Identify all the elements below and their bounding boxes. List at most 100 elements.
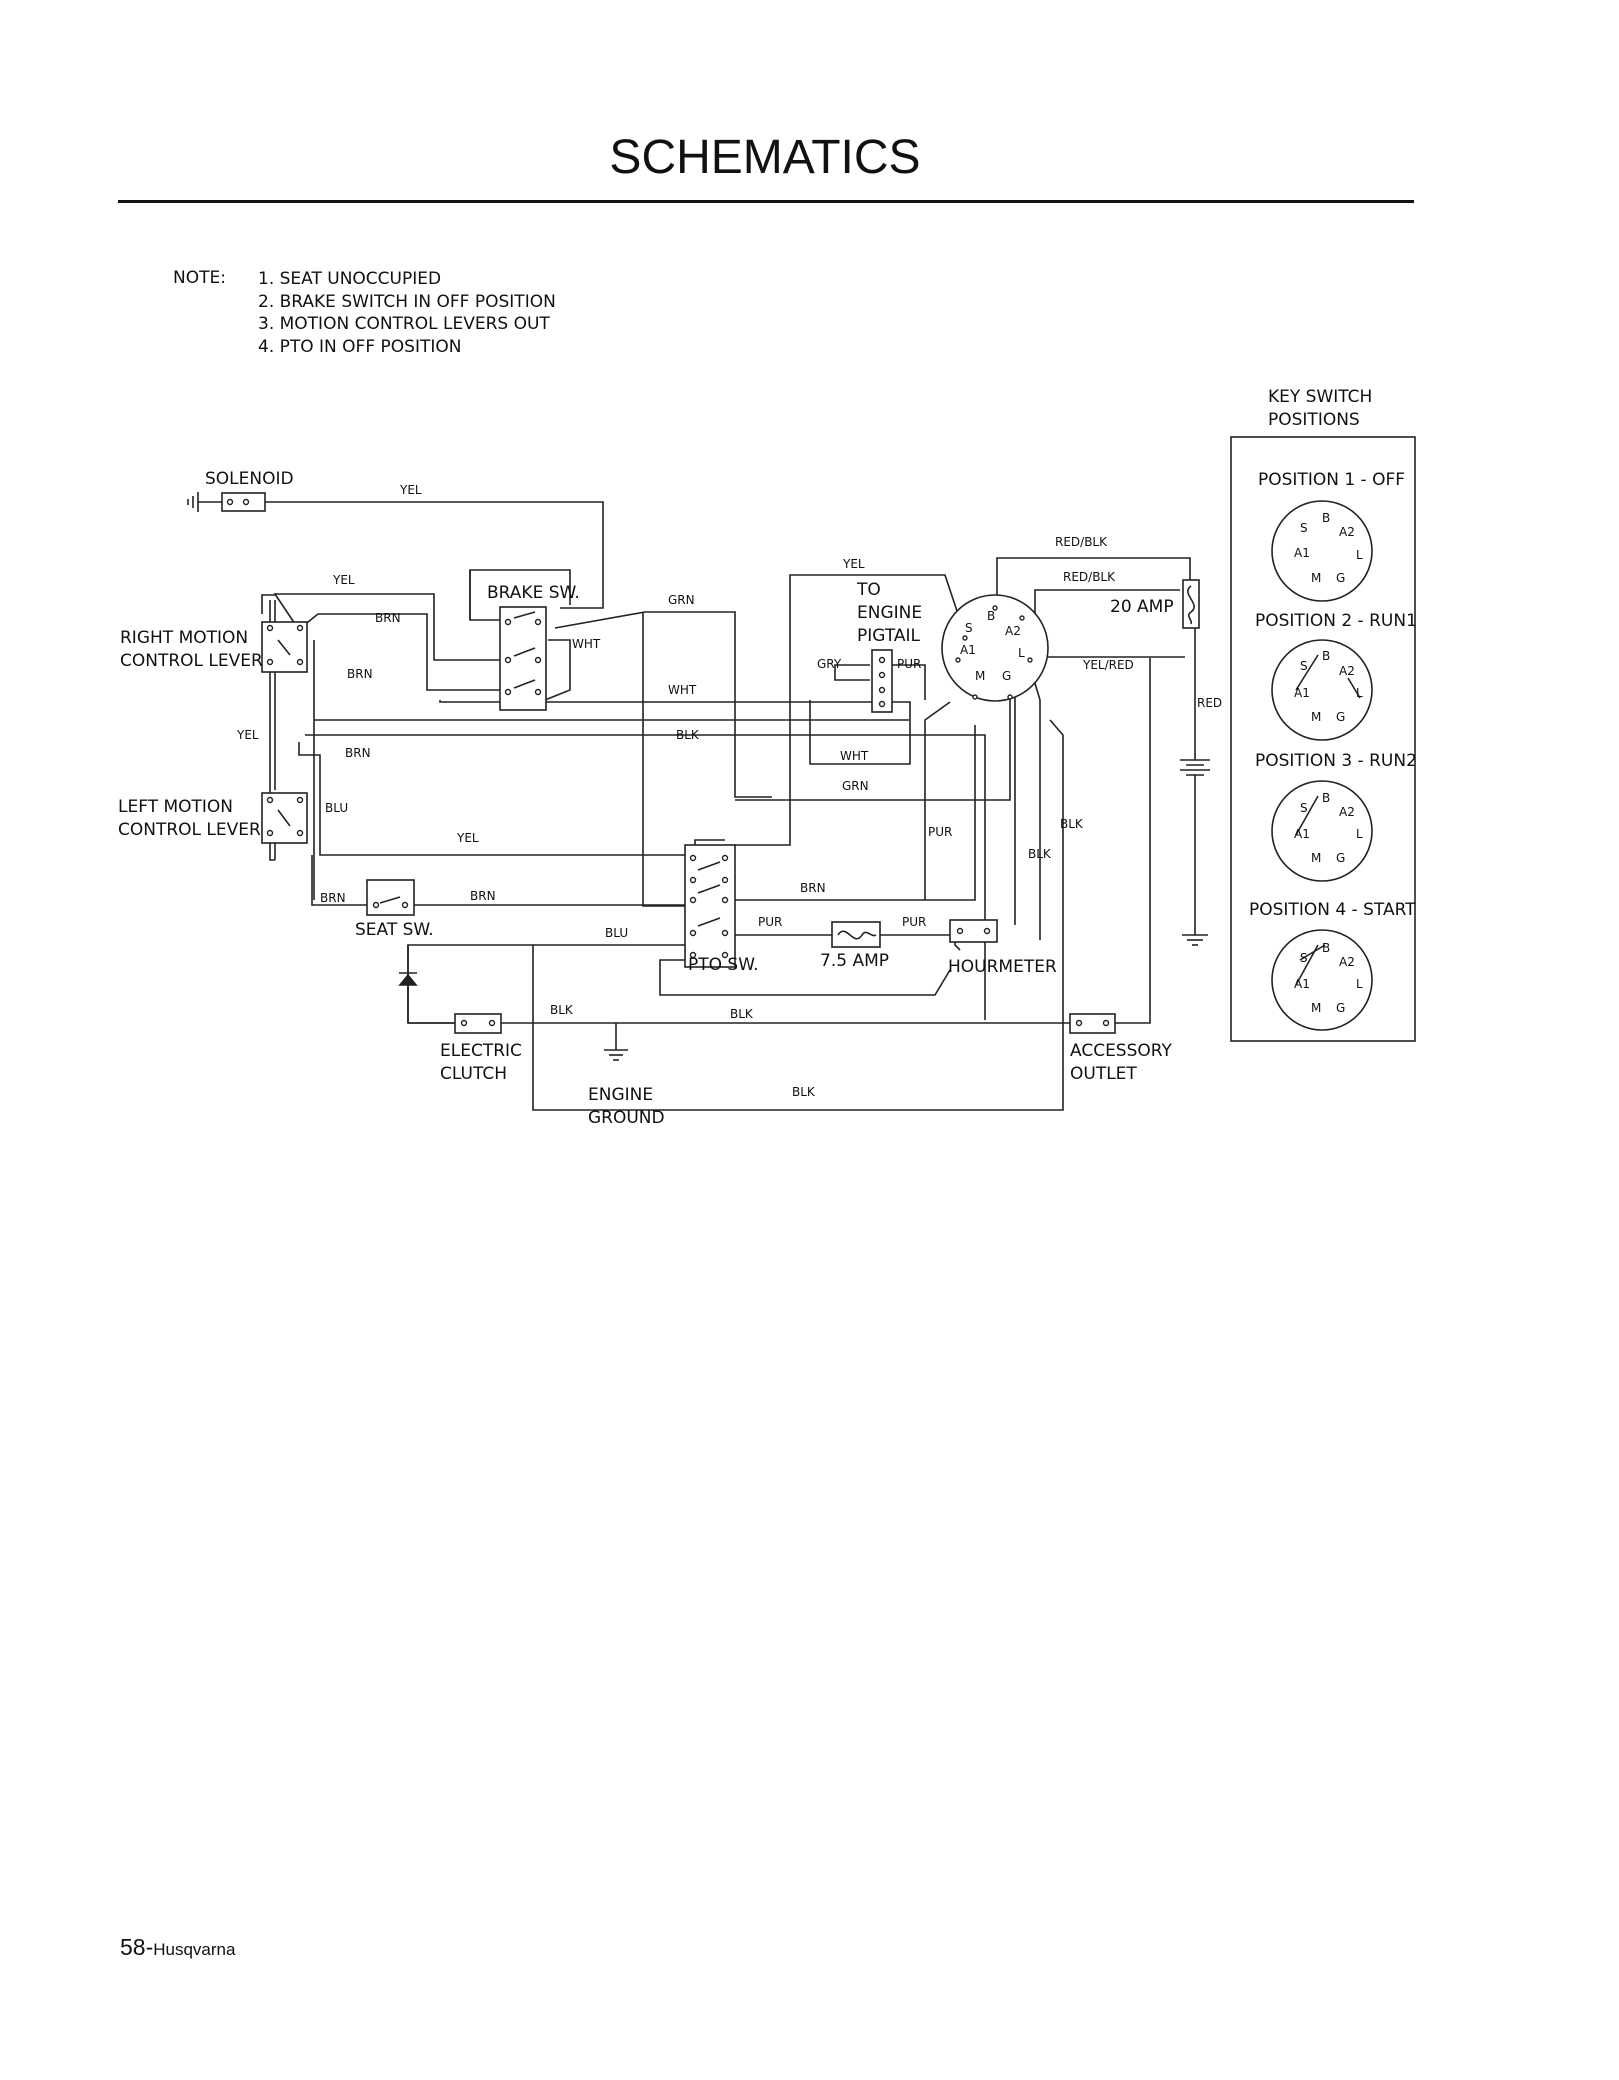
wire-label: PUR: [902, 915, 926, 929]
wire-label: PUR: [897, 657, 921, 671]
wire-label: RED: [1197, 696, 1222, 710]
terminal: [721, 854, 729, 862]
seat-switch: SEAT SW.: [355, 879, 434, 940]
terminal: [266, 829, 274, 837]
wire-hourmeter-blk2: [1027, 659, 1041, 940]
outlet-box: [1069, 1013, 1116, 1034]
terminal: [962, 635, 968, 641]
wire-left-lever-yel: [298, 742, 540, 856]
wire-pur-up: [924, 701, 951, 900]
key-terminal-label: M: [975, 669, 985, 683]
key-terminal-label: B: [987, 609, 995, 623]
seat-switch-label: SEAT SW.: [355, 920, 434, 940]
key-terminal-label: G: [1002, 669, 1011, 683]
panel-title: POSITIONS: [1268, 410, 1360, 430]
wire-label: BRN: [320, 891, 346, 905]
terminal: [296, 796, 304, 804]
terminal: [689, 876, 697, 884]
terminal: [401, 901, 409, 909]
wire-label: BLU: [605, 926, 628, 940]
terminal: [534, 656, 542, 664]
position-3-run2: POSITION 3 - RUN2 S B A2 A1 L M G: [1255, 751, 1417, 882]
clutch-box: [454, 1013, 502, 1034]
dial-terminal: B: [1322, 941, 1330, 955]
wire-label: BLK: [550, 1003, 574, 1017]
note-item: 3. MOTION CONTROL LEVERS OUT: [258, 314, 550, 334]
right-lever-label: CONTROL LEVER: [120, 651, 263, 671]
contact: [697, 917, 721, 927]
wire-label: GRY: [817, 657, 842, 671]
dial-terminal: B: [1322, 511, 1330, 525]
wire-label: BLK: [730, 1007, 754, 1021]
wire-right-lever-brn: [297, 613, 508, 691]
wire-label: BRN: [800, 881, 826, 895]
right-motion-control-lever: RIGHT MOTION CONTROL LEVER: [120, 621, 308, 673]
wire-label: RED/BLK: [1055, 535, 1108, 549]
right-lever-label: RIGHT MOTION: [120, 628, 248, 648]
dial-terminal: A1: [1294, 827, 1310, 841]
wire-label: BRN: [375, 611, 401, 625]
terminal: [689, 896, 697, 904]
terminal: [242, 498, 250, 506]
hourmeter-box: [949, 919, 998, 943]
dial-terminal: A2: [1339, 805, 1355, 819]
key-terminal-label: S: [965, 621, 973, 635]
dial-jumper: [1347, 677, 1361, 699]
terminal: [296, 624, 304, 632]
terminal: [878, 671, 886, 679]
fuse-7-5-label: 7.5 AMP: [820, 951, 889, 971]
terminal: [1027, 657, 1033, 663]
wire-label: BRN: [345, 746, 371, 760]
dial-terminal: L: [1356, 977, 1363, 991]
engine-ground-label: ENGINE: [588, 1085, 653, 1105]
electric-clutch: ELECTRIC CLUTCH: [440, 1013, 522, 1084]
pigtail-label: PIGTAIL: [857, 626, 921, 646]
wire-label: PUR: [928, 825, 952, 839]
dial-terminal: L: [1356, 548, 1363, 562]
dial-terminal: G: [1336, 851, 1345, 865]
wire-label: WHT: [572, 637, 601, 651]
wire-label: BLK: [1028, 847, 1052, 861]
position-label: POSITION 4 - START: [1249, 900, 1416, 920]
wire-left-lever-brn: [311, 855, 372, 906]
solenoid: SOLENOID: [187, 469, 294, 512]
wire-label: PUR: [758, 915, 782, 929]
page-footer: 58-Husqvarna: [120, 1934, 235, 1961]
contact: [513, 679, 536, 689]
fuse-box: [1182, 579, 1200, 629]
engine-ground: ENGINE GROUND: [588, 1049, 665, 1128]
wire-seat-brn: [414, 860, 696, 906]
contact: [277, 809, 291, 827]
battery: [1180, 759, 1210, 946]
note-item: 4. PTO IN OFF POSITION: [258, 336, 462, 357]
wire-label: YEL: [399, 483, 422, 497]
dial-terminal: B: [1322, 791, 1330, 805]
wire-red-blk-top: [996, 557, 1191, 608]
wire-label: BRN: [347, 667, 373, 681]
fuse-7-5-amp: 7.5 AMP: [820, 921, 889, 971]
position-dial: [1271, 929, 1373, 1031]
engine-pigtail: TO ENGINE PIGTAIL: [856, 580, 922, 713]
key-terminal-label: A2: [1005, 624, 1021, 638]
wire-label: YEL: [842, 557, 865, 571]
terminal: [721, 896, 729, 904]
terminal: [878, 656, 886, 664]
dial-terminal: G: [1336, 710, 1345, 724]
wire-red-blk: [1034, 589, 1180, 618]
fuse-20-amp: 20 AMP: [1110, 579, 1200, 629]
position-2-run1: POSITION 2 - RUN1 S B A2 A1 L M G: [1255, 611, 1417, 741]
brand-name: Husqvarna: [153, 1940, 236, 1959]
dial-terminal: A2: [1339, 955, 1355, 969]
wire-pto-yel-key: [735, 574, 961, 846]
dial-terminal: S: [1300, 659, 1308, 673]
dial-terminal: M: [1311, 571, 1321, 585]
wire-label: YEL/RED: [1082, 658, 1134, 672]
wire-blk-ground: [532, 719, 1064, 1111]
terminal: [983, 927, 991, 935]
brake-frame: [469, 569, 571, 620]
wire-fuse-pur: [880, 934, 961, 951]
position-dial: [1271, 639, 1373, 741]
pto-switch-box: [684, 844, 736, 968]
terminal: [1007, 694, 1013, 700]
